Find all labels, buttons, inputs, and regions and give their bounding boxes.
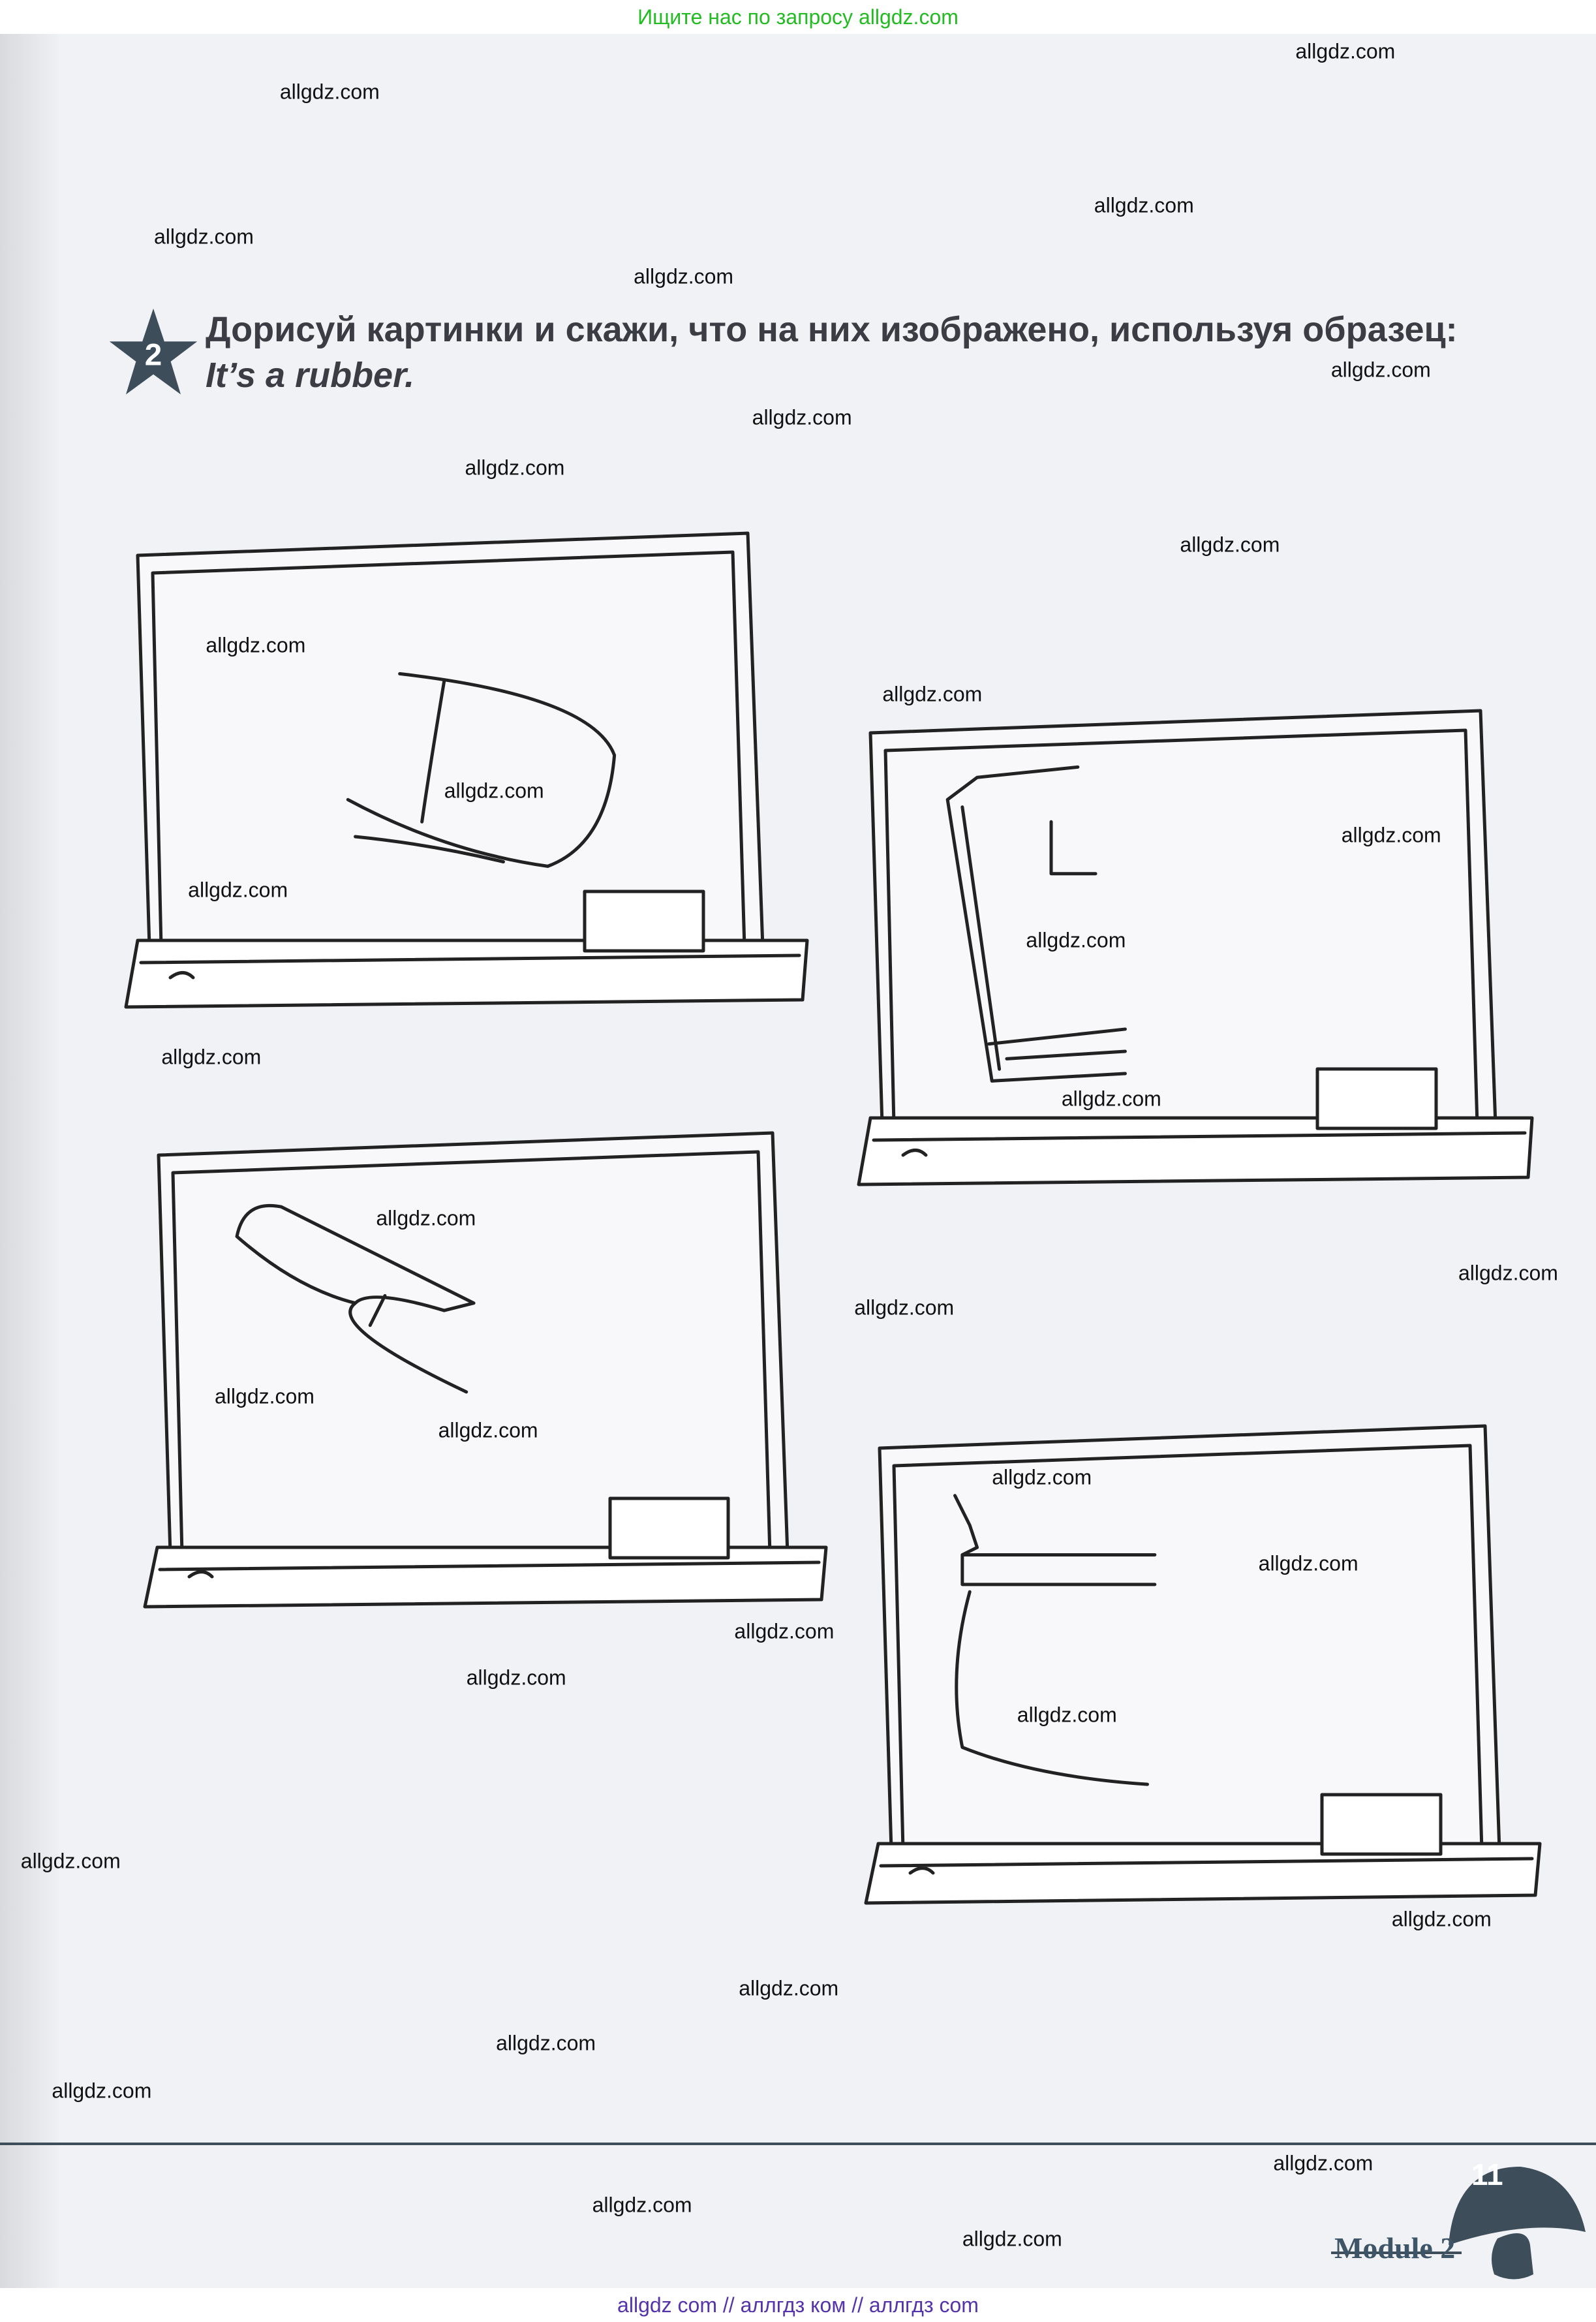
board-frame: [157, 1131, 790, 1556]
watermark: allgdz.com: [438, 1418, 538, 1442]
mushroom-logo-icon: [1331, 2167, 1586, 2280]
chalkboard-2: [857, 709, 1534, 1186]
watermark: allgdz.com: [1273, 2151, 1373, 2175]
watermark: allgdz.com: [444, 779, 544, 803]
watermark: allgdz.com: [206, 633, 306, 657]
watermark: allgdz.com: [1017, 1703, 1117, 1726]
example-phrase: It’s a rubber.: [206, 356, 415, 395]
footer-divider: [0, 2143, 1596, 2145]
watermark: allgdz.com: [882, 682, 983, 706]
svg-text:2: 2: [145, 338, 162, 373]
watermark: allgdz.com: [52, 2079, 152, 2103]
watermark: allgdz.com: [466, 1665, 566, 1690]
drawing-partial-book: [945, 765, 1127, 1083]
sponge-icon: [608, 1496, 730, 1560]
watermark: allgdz.com: [161, 1045, 262, 1069]
watermark: allgdz.com: [279, 80, 380, 104]
board-shelf: [143, 1545, 828, 1609]
watermark: allgdz.com: [215, 1384, 315, 1408]
module-label: Module 2: [1334, 2231, 1456, 2265]
chalkboard-3: [143, 1131, 828, 1609]
watermark: allgdz.com: [1258, 1551, 1358, 1575]
shelf-wood-grain: [879, 1857, 1534, 1875]
watermark: allgdz.com: [153, 224, 254, 249]
watermark: allgdz.com: [1026, 928, 1126, 952]
top-banner[interactable]: Ищите нас по запросу allgdz.com: [0, 0, 1596, 34]
watermark: allgdz.com: [854, 1295, 955, 1320]
watermark: allgdz.com: [188, 878, 288, 902]
watermark: allgdz.com: [1341, 823, 1441, 847]
watermark: allgdz.com: [1391, 1907, 1492, 1931]
board-frame: [868, 709, 1497, 1127]
chalkboard-1: [124, 531, 809, 1009]
watermark: allgdz.com: [376, 1206, 476, 1230]
board-inner-frame: [883, 728, 1479, 1127]
watermark: allgdz.com: [962, 2227, 1062, 2251]
drawing-partial-bag: [953, 1494, 1157, 1786]
watermark: allgdz.com: [1094, 193, 1194, 217]
watermark: allgdz.com: [592, 2193, 692, 2217]
watermark: allgdz.com: [739, 1976, 839, 2000]
board-inner-frame: [892, 1444, 1484, 1853]
watermark: allgdz.com: [20, 1849, 121, 1873]
watermark: allgdz.com: [734, 1619, 835, 1643]
page-spine-shadow: [0, 34, 59, 2288]
watermark: allgdz.com: [1061, 1087, 1161, 1111]
board-inner-frame: [171, 1150, 772, 1556]
watermark: allgdz.com: [1180, 533, 1280, 557]
watermark: allgdz.com: [1295, 39, 1396, 63]
shelf-wood-grain: [872, 1131, 1527, 1157]
watermark: allgdz.com: [634, 264, 734, 288]
watermark: allgdz.com: [752, 405, 852, 429]
drawing-partial-rubber: [346, 672, 617, 868]
watermark: allgdz.com: [1330, 358, 1431, 382]
task-instruction: Дорисуй картинки и скажи, что на них изо…: [206, 310, 1458, 395]
watermark: allgdz.com: [992, 1465, 1092, 1489]
sponge-icon: [1315, 1067, 1438, 1130]
bottom-banner[interactable]: allgdz com // аллгдз ком // аллгдз com: [0, 2288, 1596, 2322]
board-frame: [878, 1424, 1501, 1853]
page-number: 11: [1471, 2158, 1503, 2191]
sponge-icon: [1320, 1793, 1443, 1856]
board-inner-frame: [151, 550, 746, 950]
drawing-partial-pen: [235, 1203, 476, 1394]
board-shelf: [864, 1842, 1542, 1905]
chalkboard-4: [864, 1424, 1542, 1905]
watermark: allgdz.com: [496, 2031, 596, 2055]
shelf-wood-grain: [158, 1560, 821, 1579]
sponge-icon: [583, 890, 705, 953]
shelf-wood-grain: [139, 953, 801, 980]
watermark: allgdz.com: [1458, 1261, 1558, 1285]
star-number-icon: 2: [109, 308, 198, 395]
watermark: allgdz.com: [465, 456, 565, 480]
